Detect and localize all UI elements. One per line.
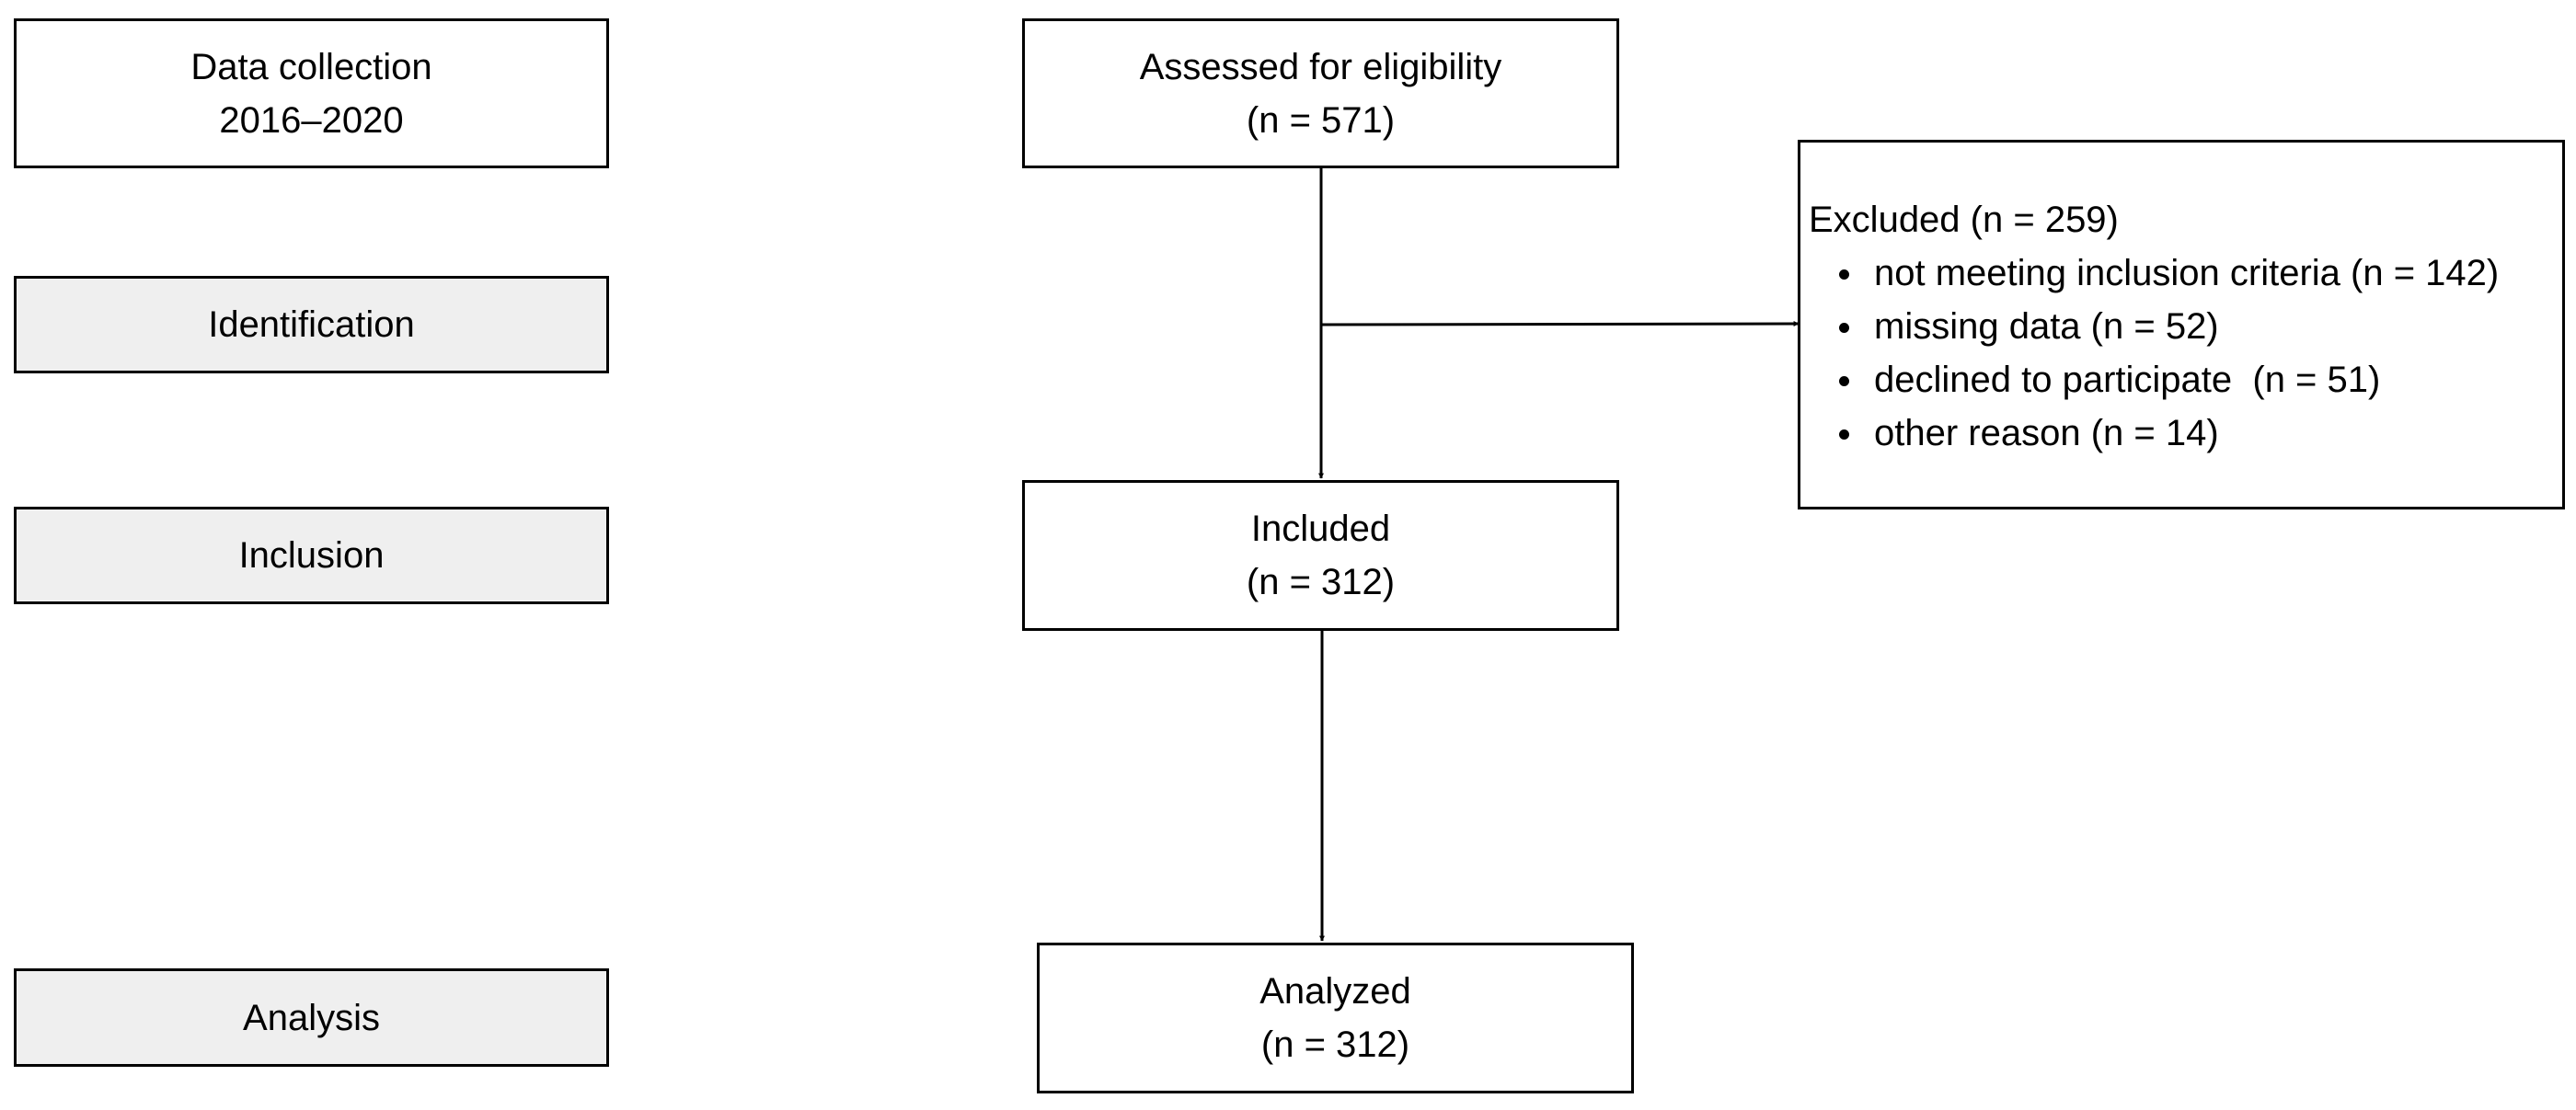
- excluded-reasons-list: not meeting inclusion criteria (n = 142)…: [1809, 246, 2562, 460]
- stage-data-collection-years: 2016–2020: [219, 99, 404, 141]
- stage-inclusion: Inclusion: [14, 507, 609, 604]
- stage-identification: Identification: [14, 276, 609, 373]
- analyzed-count: (n = 312): [1260, 1024, 1410, 1065]
- bullet-icon: [1839, 376, 1849, 386]
- excluded-title: Excluded (n = 259): [1809, 200, 2119, 240]
- excluded-reason: missing data (n = 52): [1809, 300, 2562, 353]
- included-label: Included: [1250, 509, 1391, 549]
- bullet-icon: [1839, 429, 1849, 440]
- excluded-reason-text: not meeting inclusion criteria (n = 142): [1874, 253, 2500, 293]
- analyzed-label: Analyzed: [1259, 971, 1411, 1012]
- excluded-reason: declined to participate (n = 51): [1809, 353, 2562, 406]
- assessed-label: Assessed for eligibility: [1139, 46, 1502, 87]
- stage-inclusion-label: Inclusion: [238, 535, 385, 576]
- analyzed-box: Analyzed (n = 312): [1037, 943, 1634, 1093]
- stage-analysis: Analysis: [14, 968, 609, 1067]
- excluded-reason-text: declined to participate (n = 51): [1874, 360, 2381, 400]
- assessed-count: (n = 571): [1246, 99, 1396, 141]
- arrow-to-excluded: [1320, 321, 1800, 327]
- excluded-reason: other reason (n = 14): [1809, 406, 2562, 460]
- stage-identification-label: Identification: [208, 304, 415, 345]
- included-count: (n = 312): [1246, 562, 1396, 602]
- included-box: Included (n = 312): [1022, 480, 1619, 631]
- stage-data-collection-label: Data collection: [190, 46, 432, 87]
- stage-data-collection: Data collection 2016–2020: [14, 18, 609, 168]
- excluded-reason-text: missing data (n = 52): [1874, 306, 2219, 347]
- excluded-box: Excluded (n = 259) not meeting inclusion…: [1798, 140, 2565, 509]
- bullet-icon: [1839, 269, 1849, 280]
- excluded-reason-text: other reason (n = 14): [1874, 413, 2219, 453]
- assessed-box: Assessed for eligibility (n = 571): [1022, 18, 1619, 168]
- stage-analysis-label: Analysis: [243, 997, 380, 1038]
- excluded-reason: not meeting inclusion criteria (n = 142): [1809, 246, 2562, 300]
- bullet-icon: [1839, 323, 1849, 333]
